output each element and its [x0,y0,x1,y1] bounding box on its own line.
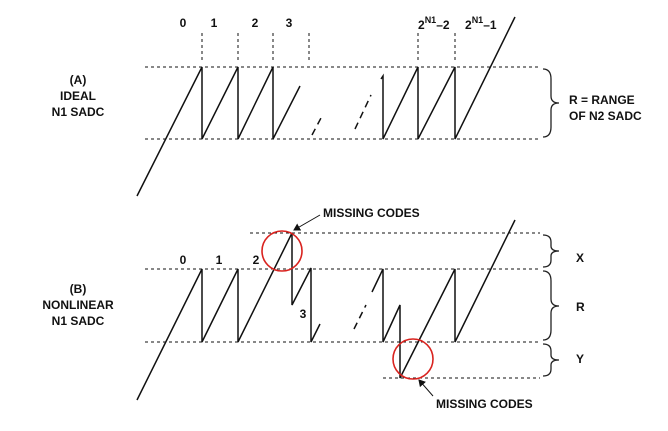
panel-b-code-2: 2 [253,253,260,267]
panel-a-code-2n1-minus-1: 2N1–1 [465,15,497,32]
missing-codes-top-circle [261,230,303,272]
panel-a-range-label-line1: R = RANGE [569,93,635,107]
panel-b-brace-label-y: Y [576,352,584,366]
panel-a-range-label-line2: OF N2 SADC [569,109,642,123]
panel-a-code-0: 0 [180,16,187,30]
panel-b-code-1: 1 [216,253,223,267]
missing-codes-top-label: MISSING CODES [323,206,420,220]
panel-b-subtitle-nonlinear: NONLINEAR [42,298,114,312]
panel-b-x-brace [542,234,560,268]
panel-b-subtitle-n1-sadc: N1 SADC [52,314,105,328]
panel-a-subtitle-ideal: IDEAL [60,89,96,103]
panel-b-y-brace [542,343,560,377]
panel-a-sawtooth-right [380,16,516,140]
panel-b-code-3: 3 [300,307,307,321]
panel-b-sawtooth-right [371,219,516,379]
panel-b: (B) NONLINEAR N1 SADC 0 1 2 3 MISSING CO… [42,206,585,411]
missing-codes-bottom-label: MISSING CODES [436,397,533,411]
panel-a-code-2: 2 [252,16,259,30]
panel-a: (A) IDEAL N1 SADC 0 1 2 3 2N1–2 2N1–1 R … [52,15,642,197]
panel-a-sawtooth-gap-dash-1 [311,117,322,136]
panel-a-code-1: 1 [211,16,218,30]
panel-a-sawtooth-left [136,66,301,197]
panel-b-sawtooth-gap-dash [353,304,367,330]
panel-b-brace-label-r: R [576,300,585,314]
missing-codes-top-arrow [293,214,321,231]
panel-b-range-brace [542,270,560,341]
panel-a-subtitle-n1-sadc: N1 SADC [52,105,105,119]
panel-a-range-brace [542,68,560,138]
panel-b-sawtooth-left [136,232,321,401]
panel-a-sawtooth-gap-dash-2 [354,94,372,130]
panel-b-brace-label-x: X [576,251,584,265]
panel-a-code-2n1-minus-2: 2N1–2 [418,15,450,32]
missing-codes-bottom-arrow [418,379,434,397]
panel-b-title: (B) [70,282,87,296]
panel-b-code-0: 0 [180,253,187,267]
panel-a-title: (A) [70,73,87,87]
panel-a-code-3: 3 [286,16,293,30]
missing-codes-bottom-circle [392,338,434,380]
